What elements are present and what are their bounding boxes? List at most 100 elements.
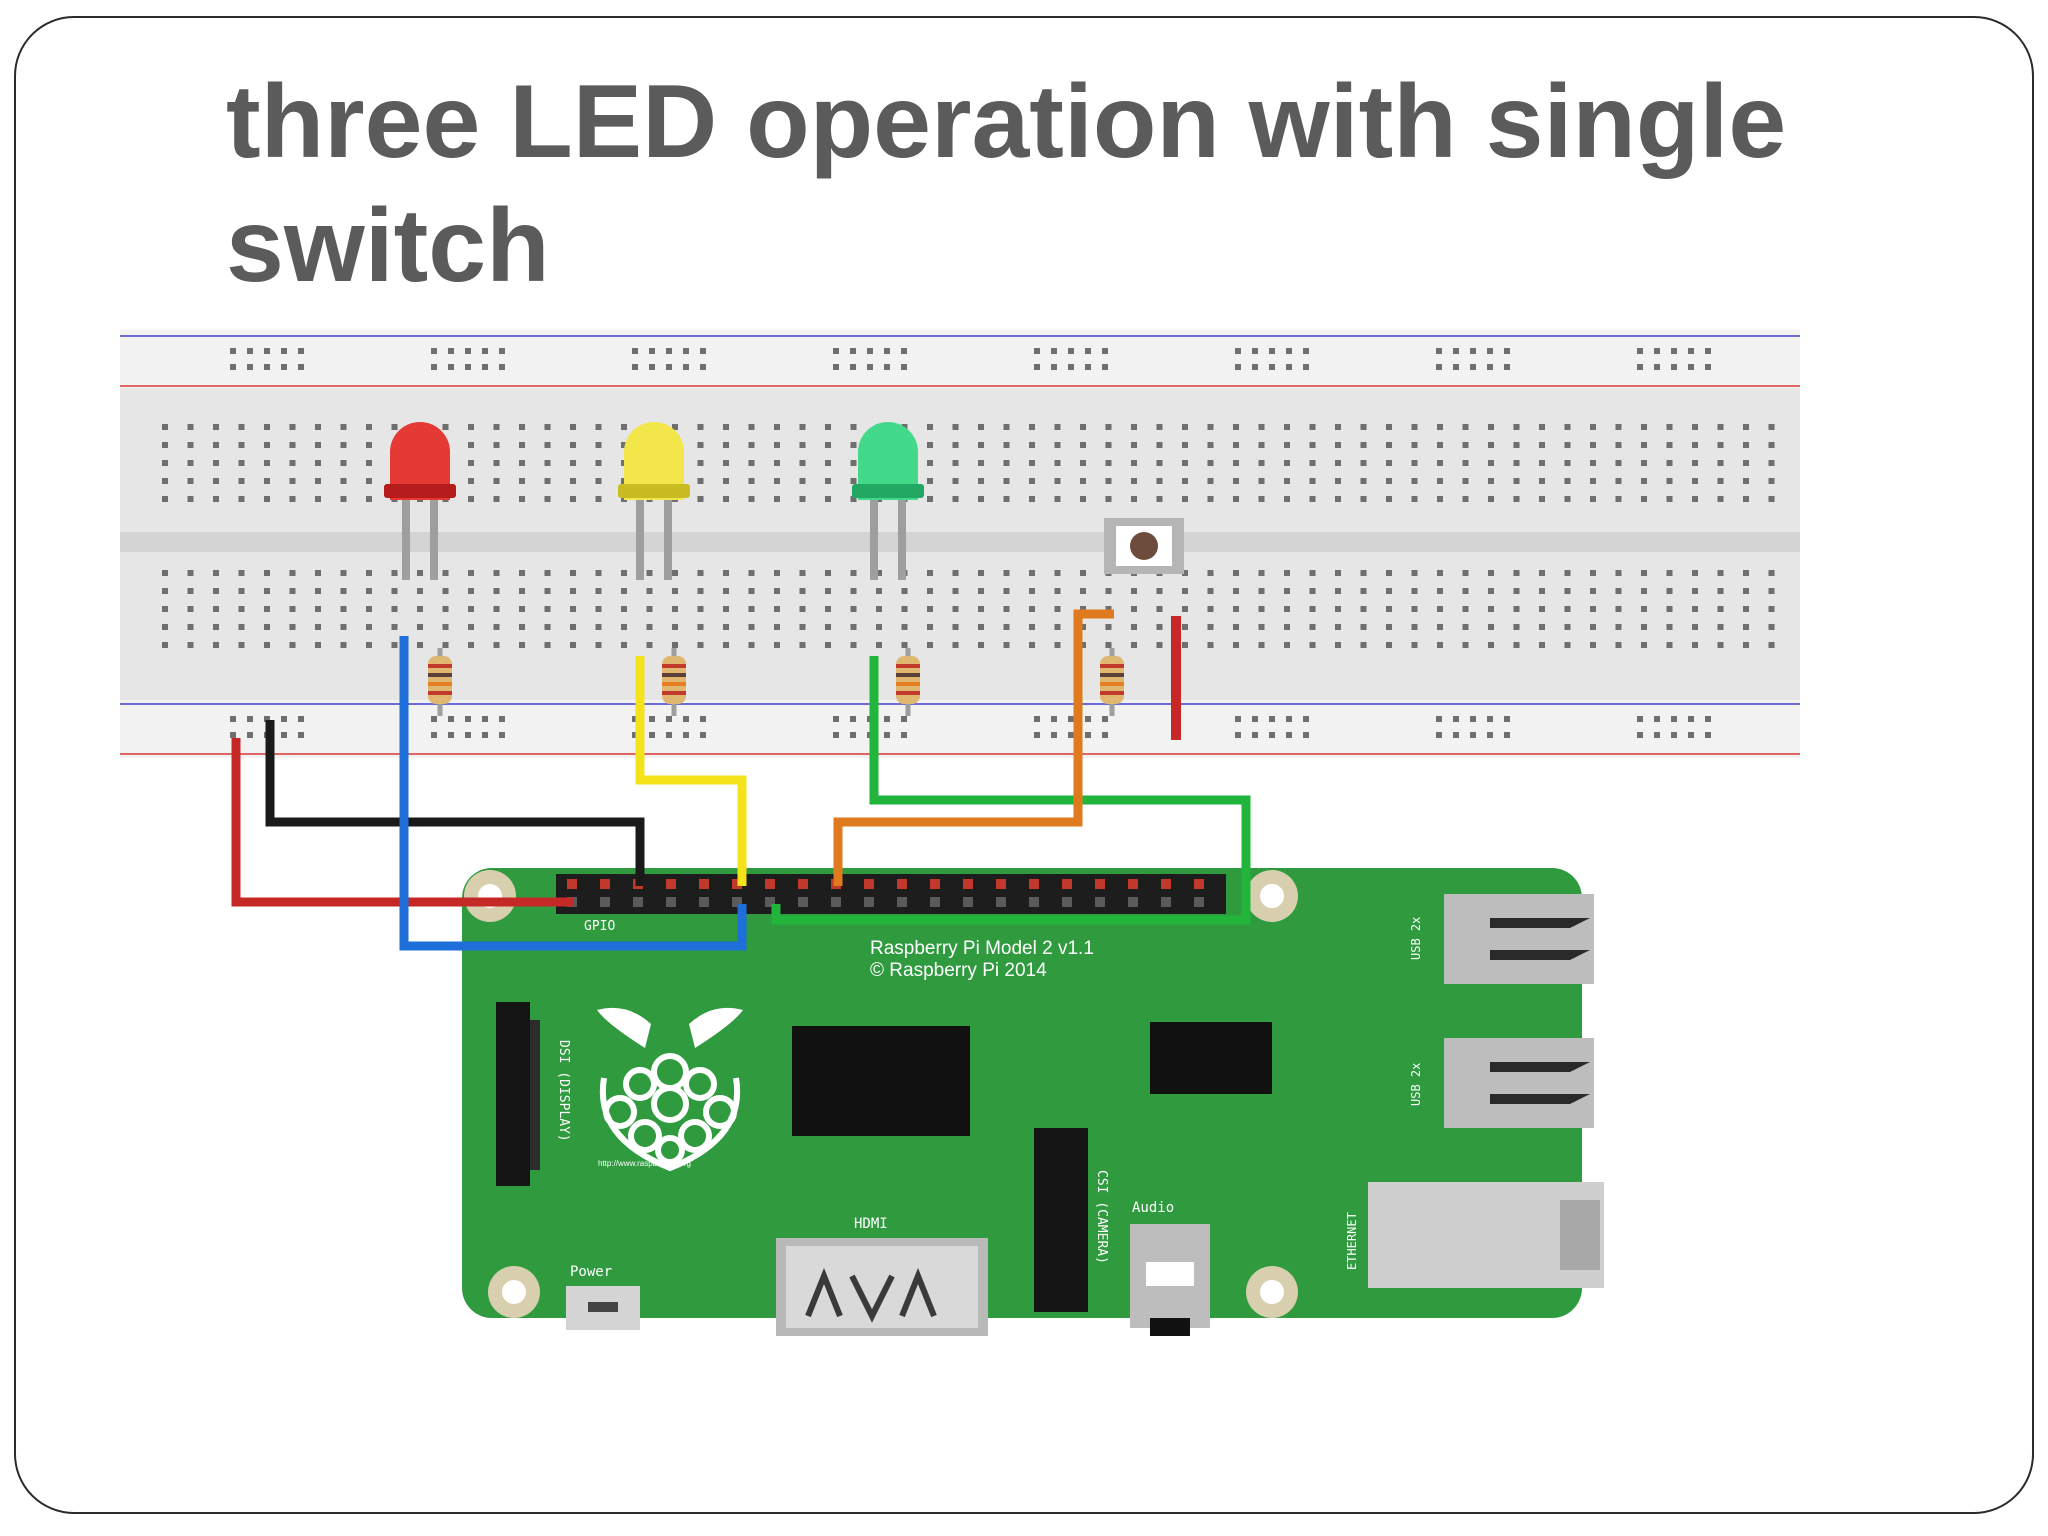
breadboard-hole [1411, 424, 1418, 430]
breadboard-hole [1284, 478, 1290, 484]
breadboard-hole [1309, 478, 1316, 484]
breadboard-hole [1003, 570, 1010, 576]
breadboard-hole [1539, 642, 1545, 648]
breadboard-hole [1590, 624, 1596, 630]
breadboard-hole [340, 624, 347, 630]
breadboard-hole [570, 624, 576, 630]
breadboard-hole [1207, 460, 1214, 466]
breadboard-hole [850, 460, 857, 466]
breadboard-hole [1029, 606, 1035, 612]
breadboard-hole [876, 642, 882, 648]
breadboard-hole [499, 364, 505, 370]
breadboard-hole [264, 624, 270, 630]
resistor [428, 648, 452, 716]
breadboard-hole [666, 716, 672, 722]
gpio-pin [666, 879, 676, 889]
breadboard-hole [366, 642, 372, 648]
breadboard-hole [1105, 442, 1112, 448]
breadboard-hole [213, 460, 219, 466]
breadboard-hole [799, 478, 806, 484]
breadboard-hole [1437, 442, 1443, 448]
breadboard-hole [1131, 606, 1137, 612]
breadboard-hole [1286, 348, 1292, 354]
breadboard-hole [281, 364, 287, 370]
breadboard-hole [482, 348, 488, 354]
breadboard-hole [230, 732, 236, 738]
breadboard-hole [774, 642, 780, 648]
gpio-pin [1161, 897, 1171, 907]
breadboard-hole [1258, 588, 1265, 594]
breadboard-hole [1003, 606, 1010, 612]
wire-black-ground [265, 720, 645, 886]
breadboard-hole [1252, 716, 1258, 722]
breadboard-hole [1590, 442, 1596, 448]
breadboard-hole [1641, 570, 1647, 576]
breadboard-hole [1029, 424, 1035, 430]
breadboard-hole [315, 424, 321, 430]
breadboard-hole [1286, 716, 1292, 722]
breadboard-hole [213, 496, 219, 502]
breadboard-hole [1003, 478, 1010, 484]
breadboard-hole [1335, 478, 1341, 484]
breadboard-hole [1335, 442, 1341, 448]
breadboard-hole [1615, 442, 1622, 448]
breadboard-hole [1411, 496, 1418, 502]
breadboard-hole [1615, 424, 1622, 430]
gpio-pin [864, 897, 874, 907]
breadboard-hole [1102, 364, 1108, 370]
breadboard-hole [1309, 424, 1316, 430]
breadboard-hole [281, 348, 287, 354]
breadboard-hole [1303, 364, 1309, 370]
breadboard-hole [1182, 442, 1188, 448]
breadboard-hole [247, 364, 253, 370]
breadboard-hole [1360, 424, 1367, 430]
breadboard-hole [1436, 732, 1442, 738]
breadboard-hole [1641, 478, 1647, 484]
breadboard-hole [1303, 348, 1309, 354]
breadboard-hole [465, 716, 471, 722]
breadboard-hole [1641, 442, 1647, 448]
breadboard-hole [1360, 478, 1367, 484]
breadboard-hole [1235, 364, 1241, 370]
breadboard-hole [1437, 624, 1443, 630]
breadboard-hole [1386, 588, 1392, 594]
breadboard-hole [1085, 732, 1091, 738]
breadboard-hole [748, 606, 755, 612]
breadboard-hole [1590, 642, 1596, 648]
wire-green-green-led [771, 656, 1251, 925]
breadboard-hole [1768, 496, 1775, 502]
breadboard-hole [723, 642, 729, 648]
breadboard-hole [672, 606, 678, 612]
breadboard-hole [1051, 364, 1057, 370]
breadboard-hole [264, 442, 270, 448]
gpio-pin [864, 879, 874, 889]
breadboard-hole [649, 716, 655, 722]
breadboard-hole [162, 460, 168, 466]
breadboard-hole [621, 570, 627, 576]
breadboard-hole [1513, 606, 1520, 612]
breadboard-hole [1564, 570, 1571, 576]
breadboard-hole [723, 496, 729, 502]
breadboard-hole [1360, 642, 1367, 648]
breadboard-hole [1029, 496, 1035, 502]
breadboard-hole [927, 460, 933, 466]
breadboard-hole [315, 606, 321, 612]
breadboard-hole [952, 496, 959, 502]
breadboard-hole [1105, 588, 1112, 594]
breadboard-hole [1470, 348, 1476, 354]
breadboard-hole [162, 442, 168, 448]
breadboard-hole [825, 606, 831, 612]
breadboard-hole [1688, 364, 1694, 370]
led-green [852, 422, 924, 580]
breadboard-hole [1641, 606, 1647, 612]
breadboard-hole [1233, 424, 1239, 430]
breadboard-hole [1692, 588, 1698, 594]
breadboard-hole [1080, 460, 1086, 466]
gpio-pin [1095, 879, 1105, 889]
breadboard-hole [391, 570, 398, 576]
breadboard-hole [1705, 364, 1711, 370]
breadboard-hole [1386, 460, 1392, 466]
breadboard-hole [391, 588, 398, 594]
breadboard-hole [833, 364, 839, 370]
breadboard-hole [1504, 732, 1510, 738]
